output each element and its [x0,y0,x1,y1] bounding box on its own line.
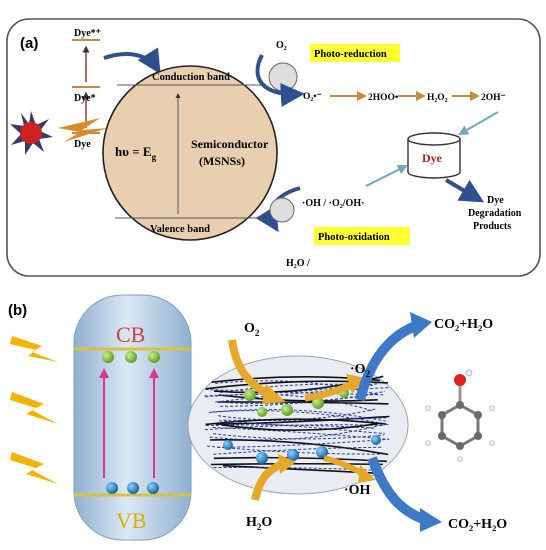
superoxide-out-arrowhead [346,374,366,394]
photo-reduction-text: Photo-reduction [314,49,387,60]
fiber-strand [222,422,379,432]
fiber-strand [223,417,388,421]
panel-b-label: (b) [8,302,27,319]
hydroxyl-text: ·OH / ·O₂/OH· [302,198,364,209]
green-particle [312,397,324,409]
reduction-arrow [255,54,305,107]
fiber-strand [215,415,390,425]
superoxide-out-arrow [304,380,354,402]
fiber-strand [218,394,378,402]
b-o2-text: O2 [244,321,260,338]
composite-catalyst [187,355,409,495]
blue-particle [287,449,299,461]
panel-a-label: (a) [20,35,38,52]
fiber-strand [217,438,389,448]
photo-oxidation-text: Photo-oxidation [318,232,390,243]
valence-band-text: Valence band [150,224,210,235]
fiber-strand [219,420,385,435]
sun-icon [10,111,53,155]
dye-box-text: Dye [422,151,443,165]
h2o-in-arrow [251,460,284,501]
green-particle [257,407,267,417]
b-h2o-text: H2O [246,515,272,532]
b-co2-bottom-text: CO₂+H₂O [448,517,507,532]
electron [125,351,137,363]
fiber-strand [210,439,389,456]
blue-particle [256,452,268,464]
semiconductor-circle [102,65,278,241]
adsorbed-o2-bubble [268,62,298,92]
superoxide-text: O₂•⁻ [303,92,322,102]
dye-excited-text: Dye* [74,93,96,104]
hole [127,482,139,494]
lightning-bolt-icon [58,118,108,142]
fiber-strand [218,408,377,421]
o2-in-arrowhead [262,384,286,404]
cb-text: CB [116,322,145,347]
fiber-strand [213,456,387,463]
b-co2-top-text: CO₂+H₂O [434,317,493,332]
electron [102,351,114,363]
blue-particle [371,435,381,445]
h2o2-text: H₂O₂ [427,93,448,103]
degradation-arrow [444,178,485,203]
blue-particle [316,446,328,458]
adsorbed-h2o-bubble [269,197,295,223]
bolt-icon-1 [10,336,58,362]
fiber-strand [212,426,390,440]
o2-text: O₂ [276,40,287,51]
fiber-strand [211,410,391,426]
hole [106,482,118,494]
hole [147,482,159,494]
bolt-icon-2 [10,392,58,424]
photon-energy-text: hυ = Eg [115,144,157,162]
dye-cylinder [407,132,461,179]
phenol-molecule-icon [425,369,495,462]
h2o-text: H₂O / [286,258,310,269]
products-line-2: Degradation [468,208,522,219]
blue-particle [223,440,233,450]
panel-a: (a) Dye*⁺ Dye* Dye Conduction band Valen… [6,18,541,277]
teal-arrow-to-dye-top [458,111,499,136]
h2o-in-arrowhead [278,454,296,474]
panel-b: (b) CB VB [8,294,507,541]
fiber-strand [213,446,383,455]
hoo-text: 2HOO• [368,93,398,103]
dye-excited-star-text: Dye*⁺ [74,28,101,39]
teal-arrow-to-dye-bottom [365,165,408,187]
fiber-strand [213,433,385,440]
semiconductor-name-text: (MSNSs) [199,154,245,168]
vb-text: VB [116,508,147,533]
injection-arrow [103,47,161,75]
photo-reduction-highlight [310,44,400,62]
fiber-strand [208,409,386,422]
b-superoxide-text: ·O2 [350,362,371,379]
oh-minus-text: 2OH⁻ [481,93,506,103]
green-particle [244,389,256,401]
green-particle [281,404,293,416]
dye-ground-text: Dye [74,139,91,150]
products-line-3: Products [473,221,511,232]
b-hydroxyl-text: ·OH [344,483,371,498]
co2-top-arrowhead [410,312,432,338]
bolt-icon-3 [10,452,58,484]
co2-top-arrow [355,320,420,402]
photo-oxidation-highlight [314,227,410,245]
conduction-band-text: Conduction band [152,72,230,83]
fiber-strand [205,418,387,426]
electron [148,351,160,363]
fiber-strand [210,462,383,466]
co2-bottom-arrowhead [420,508,442,532]
fiber-strand [204,424,386,431]
hydroxyl-out-arrowhead [358,465,376,483]
semiconductor-text: Semiconductor [191,137,269,151]
products-line-1: Dye [487,195,504,206]
co2-bottom-arrow [367,456,428,525]
fiber-strand [209,423,385,441]
